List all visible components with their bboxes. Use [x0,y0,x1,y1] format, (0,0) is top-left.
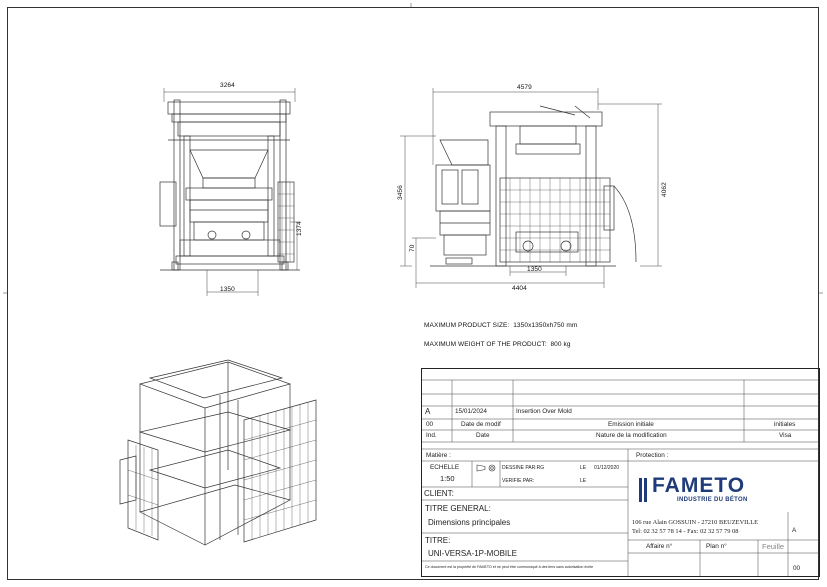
product-weight-note: MAXIMUM WEIGHT OF THE PRODUCT: 800 kg [424,341,571,348]
company-logo [639,476,649,509]
product-size-note: MAXIMUM PRODUCT SIZE: 1350x1350xh750 mm [424,322,577,329]
dim-side-width: 4579 [517,84,532,91]
company-tagline: INDUSTRIE DU BÉTON [677,497,748,503]
company-phone: Tel: 02 32 57 78 14 - Fax: 02 32 57 79 0… [632,528,739,535]
product-weight-label: MAXIMUM WEIGHT OF THE PRODUCT: [424,341,547,348]
dim-side-height: 3456 [397,185,404,200]
product-weight-value: 800 kg [550,341,571,348]
dim-side-total-height: 4062 [661,182,668,197]
dim-side-base-total: 4404 [512,285,527,292]
logo-bars-icon [639,478,647,502]
titre-label: TITRE: [425,536,451,545]
dim-side-base-inner: 1350 [527,266,542,273]
dim-front-side: 1374 [296,221,303,236]
dessine-le: LE [580,465,587,471]
verifie-label: VERIFIE PAR: [502,478,535,484]
revision-modification: Insertion Over Mold [516,408,572,415]
feuille-label: Feuille [762,542,785,551]
revision-date: 15/01/2024 [455,408,487,415]
company-revision-letter: A [792,527,797,534]
revision-initial-index: 00 [426,421,434,428]
dessine-label: DESSINE PAR:RG [502,465,545,471]
drawing-frame [7,7,819,580]
company-address: 106 rue Alain GOSSUIN - 27210 BEUZEVILLE [632,519,759,526]
isometric-view [119,359,317,546]
header-modification: Nature de la modification [596,432,667,439]
revision-index: A [425,407,431,416]
dim-front-width: 3264 [220,82,235,89]
projection-icon [476,464,496,472]
side-view [430,105,637,267]
title-block [421,368,820,577]
feuille-value: 00 [793,565,801,572]
dessine-date: 01/12/2020 [594,465,620,471]
dim-side-small: 70 [409,244,416,252]
titre-general-value: Dimensions principales [428,518,511,527]
header-index: Ind. [426,432,437,439]
company-name: FAMETO [652,474,746,497]
protection-label: Protection : [636,452,669,459]
revision-initial-modification: Emission initiale [608,421,654,428]
product-size-label: MAXIMUM PRODUCT SIZE: [424,322,510,329]
revision-initial-initials: initiales [774,421,796,428]
plan-label: Plan n° [706,543,727,550]
footer-note: Ce document est la propriété de FAMETO e… [425,565,594,569]
titre-value: UNI-VERSA-1P-MOBILE [428,549,517,558]
titre-general-label: TITRE GENERAL: [425,504,491,513]
front-view [159,99,300,271]
revision-initial-date: Date de modif [461,421,501,428]
header-visa: Visa [779,432,792,439]
dim-front-base: 1350 [220,286,235,293]
verifie-le: LE [580,478,587,484]
echelle-value: 1:50 [440,474,455,483]
affaire-label: Affaire n° [646,543,673,550]
echelle-label: ECHELLE [430,464,460,471]
client-label: CLIENT: [424,489,454,498]
matiere-label: Matière : [426,452,451,459]
title-block-grid [421,379,820,577]
header-date: Date [476,432,490,439]
product-size-value: 1350x1350xh750 mm [513,322,578,329]
